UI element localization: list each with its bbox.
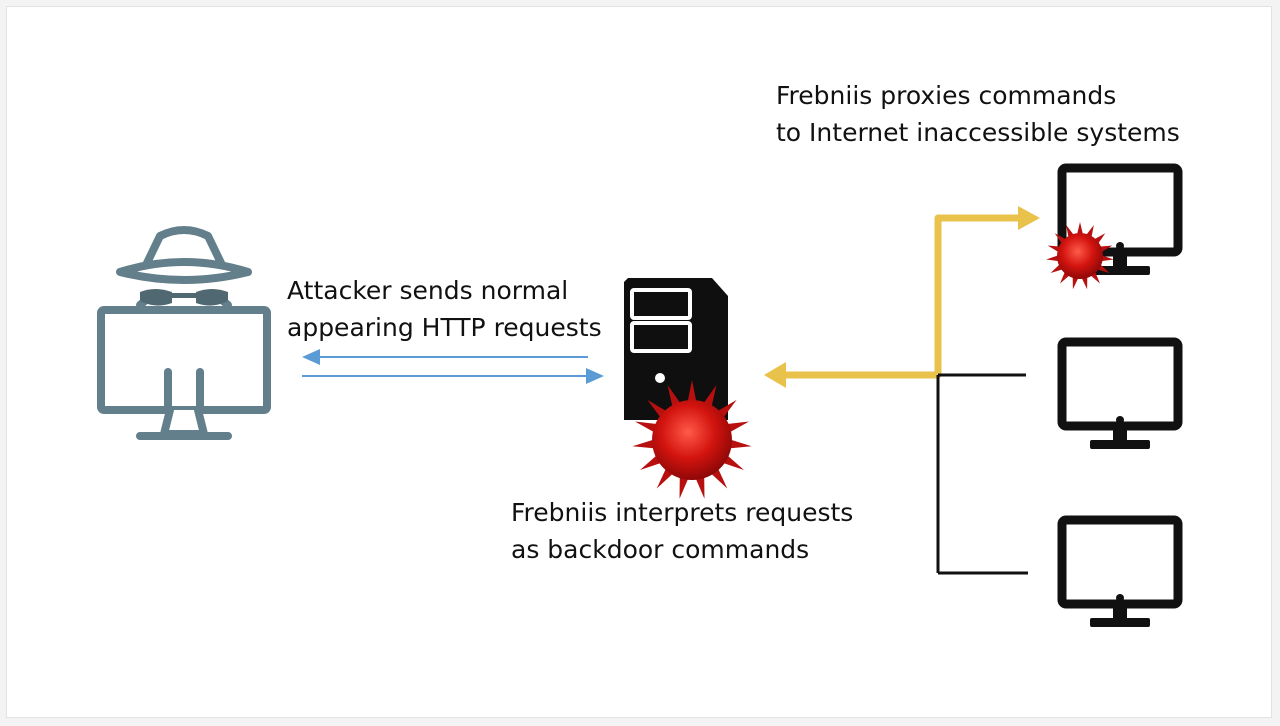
virus-icon — [632, 380, 752, 499]
network-lines — [936, 373, 1028, 575]
proxy-arrowhead-right-icon — [1018, 206, 1040, 230]
server-tower-icon — [624, 278, 728, 420]
internal-computer-2 — [1057, 337, 1183, 449]
http-arrows — [302, 349, 604, 384]
arrowhead-right-icon — [586, 368, 604, 384]
attacker-spy-icon — [97, 226, 271, 440]
interprets-caption-line-2: as backdoor commands — [511, 535, 810, 564]
proxy-arrowhead-left-icon — [764, 362, 786, 388]
virus-icon — [1046, 222, 1114, 290]
proxy-path — [784, 214, 1020, 379]
spy-glasses-icon — [140, 289, 228, 306]
attacker-caption: Attacker sends normal appearing HTTP req… — [287, 272, 602, 346]
proxies-caption: Frebniis proxies commands to Internet in… — [776, 77, 1180, 151]
interprets-caption-line-1: Frebniis interprets requests — [511, 498, 854, 527]
attacker-caption-line-1: Attacker sends normal — [287, 276, 569, 305]
arrowhead-left-icon — [302, 349, 320, 365]
interprets-caption: Frebniis interprets requests as backdoor… — [511, 494, 853, 568]
proxies-caption-line-2: to Internet inaccessible systems — [776, 118, 1180, 147]
attacker-caption-line-2: appearing HTTP requests — [287, 313, 602, 342]
internal-computer-3 — [1057, 515, 1183, 627]
proxies-caption-line-1: Frebniis proxies commands — [776, 81, 1117, 110]
